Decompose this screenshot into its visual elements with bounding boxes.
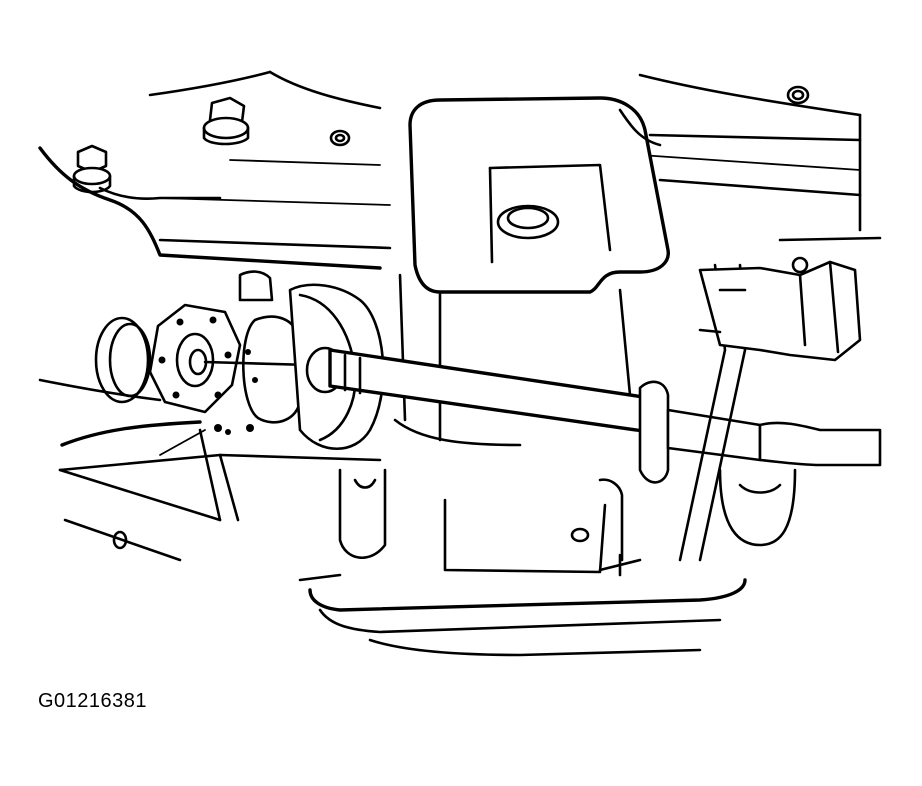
frame-rails (38, 378, 382, 562)
oil-pan-assembly (298, 468, 797, 657)
transmission-housing (393, 96, 670, 447)
mounting-holes (112, 85, 810, 550)
vehicle-underbody-panel (38, 70, 882, 270)
left-output-flange (94, 303, 312, 424)
bolt-upper-left (202, 96, 250, 146)
bolt-left (72, 144, 112, 194)
right-output-bracket (638, 256, 882, 562)
intermediate-shaft (238, 270, 652, 451)
figure-id-label: G01216381 (38, 690, 148, 712)
